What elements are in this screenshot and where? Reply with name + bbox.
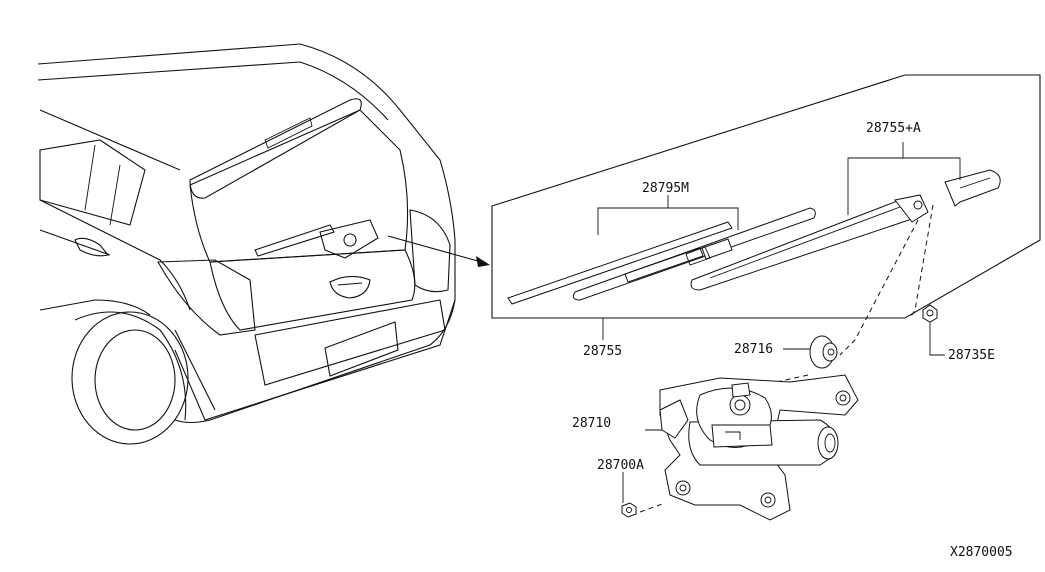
label-28735e: 28735E [948, 348, 995, 363]
blade-refill-strip [507, 221, 733, 305]
arm-cap [944, 169, 1001, 207]
figure-code: X2870005 [950, 545, 1013, 560]
wiper-motor [659, 374, 859, 521]
part-labels: 28755+A 28795M 28755 28716 28735E 28710 … [572, 121, 1013, 560]
pointer-arrow [387, 235, 490, 267]
pivot-cap [809, 335, 838, 369]
wiper-blade-assembly [572, 207, 816, 301]
wiper-arm [690, 194, 929, 291]
leader-lines [597, 142, 961, 503]
label-28710: 28710 [572, 416, 611, 431]
label-28755: 28755 [583, 344, 622, 359]
label-28716: 28716 [734, 342, 773, 357]
label-28700a: 28700A [597, 458, 644, 473]
wiper-blade-box [491, 74, 1041, 319]
car-rear-illustration [37, 43, 456, 445]
label-28755-a: 28755+A [866, 121, 921, 136]
nut [922, 304, 938, 323]
label-28795m: 28795M [642, 181, 689, 196]
mounting-bolt [621, 502, 637, 518]
